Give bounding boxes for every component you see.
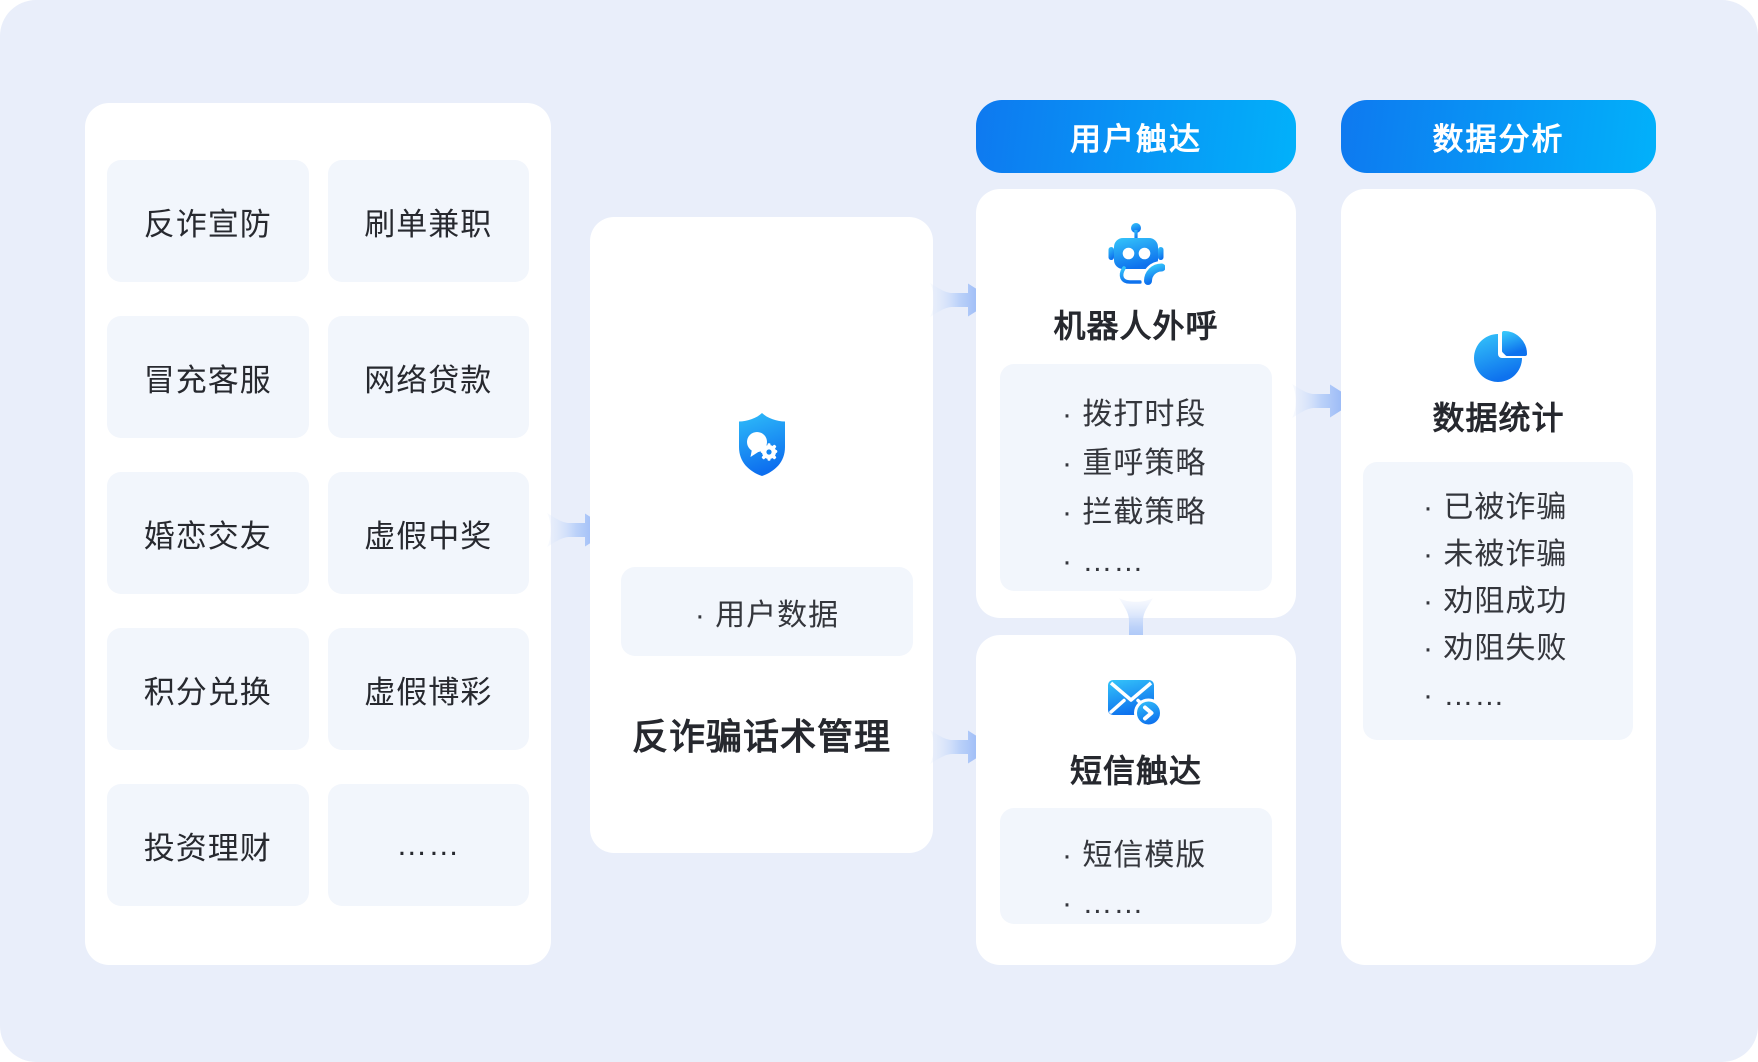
list-item: · 劝阻成功 — [1423, 585, 1568, 618]
fraud-type-tile: 虚假博彩 — [327, 628, 529, 750]
list-item: · …… — [1062, 545, 1145, 578]
fraud-types-card: 反诈宣防 刷单兼职 冒充客服 网络贷款 婚恋交友 虚假中奖 积分兑换 虚假博彩 … — [85, 103, 551, 965]
fraud-type-tile: 网络贷款 — [327, 316, 529, 438]
list-item: · 劝阻失败 — [1423, 632, 1568, 665]
management-data-tile: · 用户数据 — [621, 567, 913, 656]
list-item: · 拨打时段 — [1062, 398, 1207, 431]
robot-call-title: 机器人外呼 — [1053, 308, 1219, 344]
data-analysis-header-label: 数据分析 — [1432, 122, 1565, 157]
fraud-type-tile: …… — [327, 784, 529, 906]
data-analysis-header: 数据分析 — [1341, 100, 1656, 173]
fraud-type-tile: 刷单兼职 — [327, 160, 529, 282]
user-reach-header-label: 用户触达 — [1070, 122, 1202, 157]
list-item: · 拦截策略 — [1062, 496, 1207, 529]
list-item: · 重呼策略 — [1062, 447, 1207, 480]
fraud-type-tile: 婚恋交友 — [107, 472, 309, 594]
list-item: · 已被诈骗 — [1423, 491, 1568, 524]
data-stats-title: 数据统计 — [1432, 400, 1565, 436]
fraud-type-tile: 投资理财 — [107, 784, 309, 906]
list-item: · 用户数据 — [694, 598, 840, 632]
management-card: 反诈骗话术管理 · 用户数据 — [590, 217, 933, 853]
fraud-type-tile: 反诈宣防 — [107, 160, 309, 282]
list-item: · 短信模版 — [1062, 839, 1207, 872]
robot-call-list: · 拨打时段 · 重呼策略 · 拦截策略 · …… — [1000, 364, 1272, 591]
management-card-title: 反诈骗话术管理 — [631, 716, 891, 757]
fraud-type-tile: 积分兑换 — [107, 628, 309, 750]
robot-call-icon — [1107, 222, 1168, 291]
fraud-type-tile: 虚假中奖 — [327, 472, 529, 594]
fraud-types-grid: 反诈宣防 刷单兼职 冒充客服 网络贷款 婚恋交友 虚假中奖 积分兑换 虚假博彩 … — [107, 160, 529, 906]
arrow-right-icon — [1291, 381, 1357, 426]
fraud-type-tile: 冒充客服 — [107, 316, 309, 438]
sms-send-icon — [1108, 675, 1164, 733]
list-item: · 未被诈骗 — [1423, 538, 1568, 571]
data-stats-list: · 已被诈骗 · 未被诈骗 · 劝阻成功 · 劝阻失败 · …… — [1363, 462, 1633, 740]
user-reach-header: 用户触达 — [976, 100, 1296, 173]
shield-chat-gear-icon — [735, 411, 789, 483]
list-item: · …… — [1423, 679, 1506, 712]
sms-reach-title: 短信触达 — [1069, 753, 1202, 789]
sms-reach-list: · 短信模版 · …… — [1000, 808, 1272, 924]
sms-reach-card: 短信触达 · 短信模版 · …… — [976, 635, 1296, 965]
list-item: · …… — [1062, 887, 1145, 920]
data-stats-card: 数据统计 · 已被诈骗 · 未被诈骗 · 劝阻成功 · 劝阻失败 · …… — [1341, 189, 1656, 965]
robot-call-card: 机器人外呼 · 拨打时段 · 重呼策略 · 拦截策略 · …… — [976, 189, 1296, 618]
pie-chart-icon — [1470, 325, 1528, 387]
